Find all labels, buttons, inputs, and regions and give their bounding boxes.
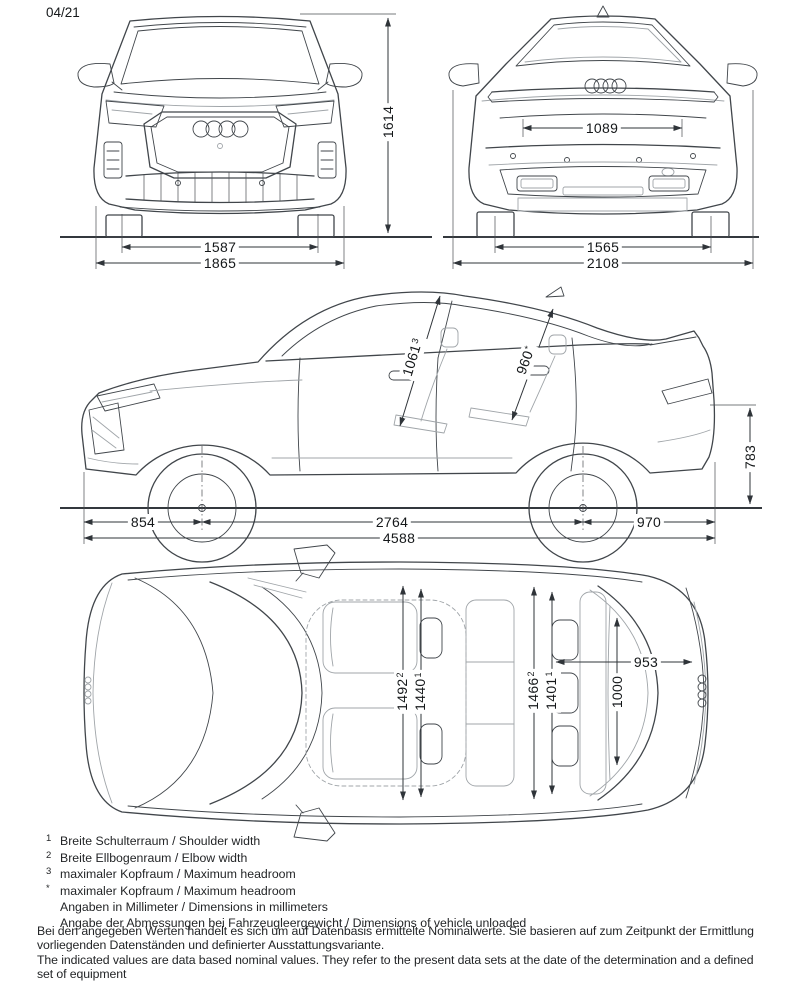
disclaimer-block: Bei den angegeben Werten handelt es sich…	[37, 924, 759, 981]
dim-front-height: 1614	[380, 102, 396, 142]
dim-side-front-overhang: 854	[127, 514, 159, 530]
front-headlights	[105, 100, 335, 128]
footnote-units: Angaben in Millimeter / Dimensions in mi…	[60, 900, 328, 915]
front-bumper-grid	[119, 171, 321, 212]
dim-front-width: 1865	[200, 255, 240, 271]
side-dimension-lines	[83, 295, 756, 544]
wipers	[247, 577, 307, 599]
dim-top-elbow-front: 14922	[394, 670, 412, 714]
dim-top-elbow-rear: 14662	[525, 669, 543, 713]
front-wheels	[105, 214, 335, 238]
windshield-outline	[209, 581, 303, 805]
front-view-drawing	[60, 13, 432, 269]
dim-rear-tailgate-width: 1089	[582, 120, 622, 136]
rear-bumper	[485, 143, 721, 212]
footnote-unloaded: Angabe der Abmessungen bei Fahrzeugleerg…	[60, 915, 527, 930]
footnote-max-headroom-star: *maximaler Kopfraum / Maximum headroom	[46, 882, 296, 898]
side-rear-wheel	[528, 446, 638, 563]
front-right-mirror	[317, 62, 363, 91]
dim-side-rear-height: 783	[742, 441, 758, 473]
dim-front-track: 1587	[200, 239, 240, 255]
side-front-wheel	[147, 446, 257, 563]
front-seats-top	[322, 601, 443, 780]
top-right-mirror	[293, 804, 336, 842]
disclaimer-en: The indicated values are data based nomi…	[37, 952, 754, 981]
disclaimer-de: Bei den angegeben Werten handelt es sich…	[37, 924, 754, 953]
dim-side-wheelbase: 2764	[372, 514, 412, 530]
dim-top-shoulder-rear: 14011	[543, 669, 561, 713]
shark-fin-antenna	[545, 286, 565, 298]
date-code: 04/21	[46, 5, 80, 20]
dim-rear-width-mirrors: 2108	[583, 255, 623, 271]
front-left-mirror	[77, 62, 123, 91]
dim-side-rear-overhang: 970	[633, 514, 665, 530]
dim-top-luggage-length: 953	[630, 654, 662, 670]
roof-antenna-fin	[596, 5, 610, 18]
panoramic-roof-outline	[305, 599, 467, 787]
front-air-intakes	[103, 141, 337, 179]
side-front-fascia	[87, 383, 161, 465]
rear-wheels	[476, 211, 730, 238]
top-left-mirror	[293, 544, 336, 582]
b-pillar	[437, 300, 453, 359]
dim-top-luggage-width: 1000	[609, 672, 625, 712]
singleframe-grille	[143, 111, 297, 179]
dim-side-length: 4588	[379, 530, 419, 546]
rear-mirrors	[448, 63, 758, 87]
dim-rear-track: 1565	[583, 239, 623, 255]
dim-top-shoulder-front: 14401	[412, 670, 430, 714]
rear-view-drawing	[443, 5, 759, 269]
rear-window-outline	[597, 585, 659, 801]
front-dimension-lines	[95, 13, 396, 269]
audi-rings-icon-top-rear	[697, 674, 707, 708]
audi-rings-icon-top-front	[84, 676, 92, 705]
audi-rings-icon-rear	[584, 78, 627, 94]
audi-rings-icon	[192, 120, 249, 149]
rear-spoiler	[649, 336, 697, 346]
taillight	[661, 378, 713, 405]
